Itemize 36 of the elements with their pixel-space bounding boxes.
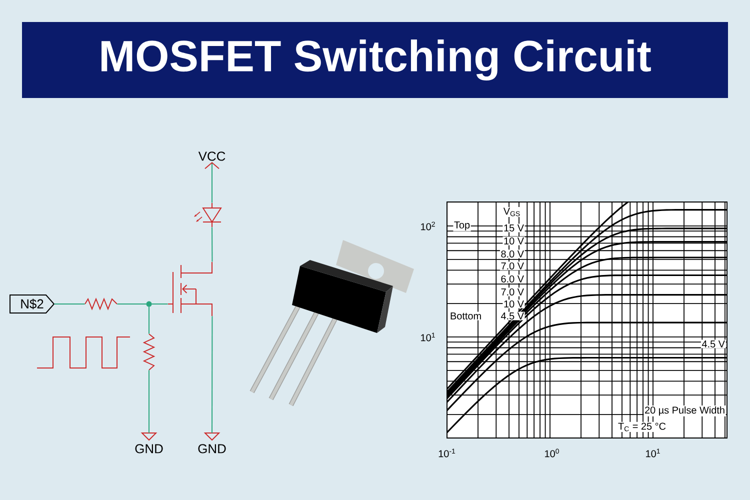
- legend-text: 7.0 V: [500, 262, 525, 270]
- ground-label: GND: [135, 432, 163, 454]
- note-text: T$_{C}$ = 25 °C: [617, 422, 667, 432]
- legend-text: 10 V: [502, 300, 525, 308]
- wire: [116, 303, 147, 304]
- legend-text: 7.0 V: [500, 288, 525, 296]
- net-port: N$2: [10, 294, 55, 314]
- wire: [212, 316, 213, 434]
- tick-label: 10$^{1}$: [646, 448, 660, 458]
- legend-text: 6.0 V: [500, 274, 525, 284]
- legend-text: 4.5 V: [500, 312, 525, 320]
- legend-text: Bottom: [449, 312, 482, 320]
- legend-text: 8.0 V: [500, 250, 525, 258]
- title-banner: MOSFET Switching Circuit: [22, 22, 728, 98]
- resistor-symbol: [142, 333, 156, 370]
- tick-label: 10$^{1}$: [421, 332, 435, 342]
- supply-label: VCC: [198, 152, 226, 161]
- resistor-symbol: [84, 298, 118, 310]
- wire: [151, 303, 168, 304]
- legend-text: 10 V: [502, 236, 525, 246]
- led-symbol: [194, 202, 222, 228]
- note-text: 20 µs Pulse Width: [644, 406, 726, 416]
- tick-label: 10$^{0}$: [545, 448, 559, 458]
- axis-label: V$_{GS}$: [502, 206, 522, 217]
- wire: [212, 226, 213, 262]
- mosfet-symbol: [168, 261, 212, 316]
- wire: [148, 306, 150, 334]
- ground-label: GND: [198, 432, 226, 454]
- wire: [148, 370, 150, 434]
- wire: [54, 303, 86, 304]
- tick-label: 10$^{-1}$: [438, 448, 456, 458]
- legend-text: Top: [453, 220, 471, 232]
- wire: [204, 162, 220, 204]
- legend-text: 15 V: [502, 224, 525, 232]
- curve-label: 4.5 V: [700, 340, 726, 348]
- tick-label: 10$^{2}$: [421, 222, 435, 230]
